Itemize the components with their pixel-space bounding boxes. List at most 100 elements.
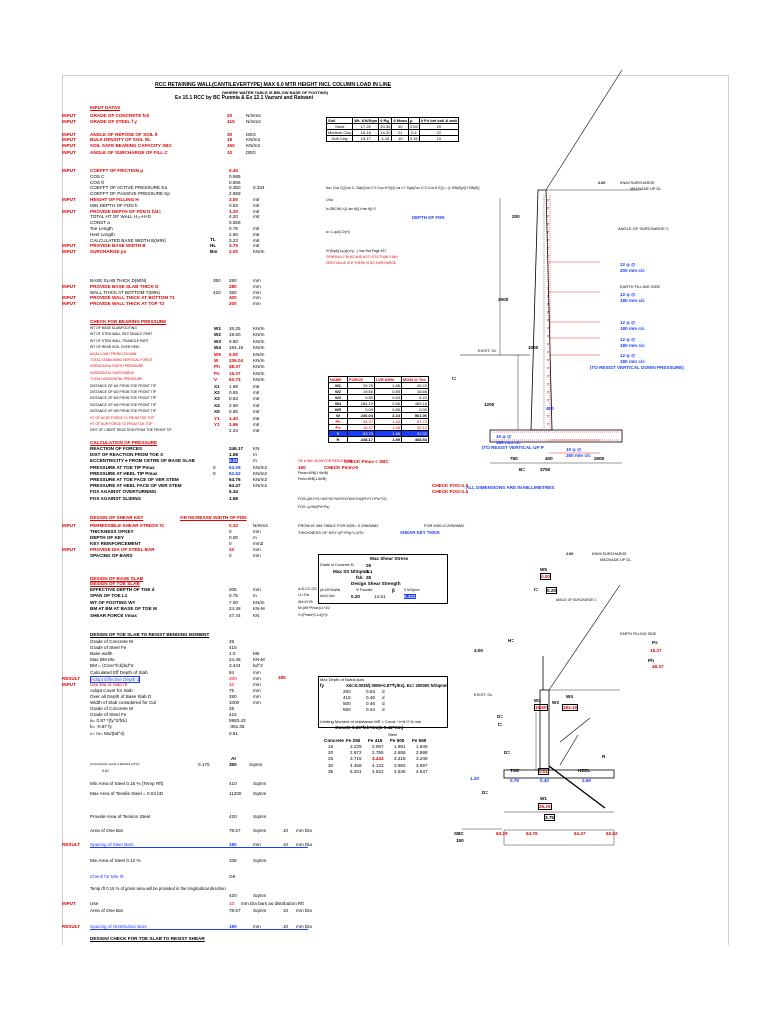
bearing-unit: KN/m [253, 332, 265, 338]
na-ratio: 0.48 [366, 695, 375, 700]
exist-gl-label: EXIST. GL [474, 692, 493, 697]
note: d=D-CC-D/2 [298, 587, 317, 591]
pressure-unit: KN/m2 [253, 483, 268, 489]
steel-value: 10 [229, 901, 235, 906]
input-header: INPUT DATAS [90, 105, 121, 110]
pressure-label: PRESSURE AT TOE TIP Pmax [90, 464, 155, 470]
result-tag: RESULT [62, 842, 81, 847]
note: S N/Sqmm [404, 588, 420, 592]
concrete-cell: 4.133 [372, 762, 384, 768]
check-pmax-label: CHECK Pmax < SBC [344, 459, 389, 464]
toe-label: BM AT BM AT BASE OF TOE M [90, 606, 157, 612]
stem-value: 0.40 [540, 778, 549, 783]
input-tag: INPUT [62, 547, 76, 552]
rebar-dot [547, 359, 549, 361]
note: Ast=0.0bd [320, 594, 335, 598]
bending-label: Over all Depth of Base Slab D [90, 693, 152, 699]
input-unit: N/mm2 [246, 113, 261, 118]
concrete-cell: 3.248 [416, 756, 428, 762]
pressure-unit: m [253, 458, 257, 464]
bending-label: Adopt Cover for Slab [90, 687, 133, 693]
bending-value: -361.05 [229, 724, 245, 730]
concrete-cell: 2.755 [372, 750, 384, 756]
na-d: d [382, 689, 385, 694]
coef-unit: mtr [253, 226, 260, 231]
w2-label: W2 [534, 698, 541, 703]
surcharge-value: 2.00 [566, 552, 574, 556]
input-value: 20 [227, 113, 233, 118]
input-value: 10 [227, 150, 233, 155]
slab-min-value: 350 [213, 278, 221, 283]
input-unit: N/mm2 [246, 119, 261, 124]
slab-label: PROVIDE WALL THICK AT TOP T2 [90, 301, 165, 307]
rebar-dot [547, 255, 549, 257]
concrete-cell: 4.822 [372, 768, 384, 774]
pressure-value: 64.47 [574, 831, 586, 836]
fck-value: 25 [366, 575, 372, 580]
input-label: ANGLE OF REPOSE OF SOIL θ [90, 132, 158, 137]
ast-unit: Sqmm [249, 762, 263, 767]
concrete-cell: 3.715 [350, 756, 362, 762]
bending-label: Grade of Concrete M [90, 706, 133, 712]
input-tag: INPUT [62, 249, 76, 255]
slab-unit: mm [253, 289, 261, 295]
shear-key-unit: mm [253, 553, 261, 558]
pressure-value: 6.34 [229, 489, 238, 495]
shear-key-unit: mm [253, 547, 261, 552]
bending-label: Max BM Mu [90, 657, 115, 663]
steel-unit: mm [253, 924, 261, 929]
sbc-value: 150 [456, 838, 464, 843]
bearing-value: 26.25 [229, 326, 241, 331]
pressure-unit: KN/m2 [253, 464, 268, 470]
input-tag: INPUT [62, 208, 76, 214]
note: ZERO VALUE IS IF THERE IS NO SURCHARGE [326, 261, 397, 265]
bending-label: BM = (Conc*fck)bd^2 [90, 663, 134, 669]
sbc-label: SBC [454, 831, 464, 836]
pressure-header: CALCULATION OF PRESSURE [90, 440, 158, 445]
bar-spacing: 180 mm c/c [496, 440, 521, 445]
slab-label: PROVIDE BASE SLAB THICK D [90, 283, 159, 289]
bar-label: 12 φ @ [620, 292, 636, 297]
sheet-reference: Ex 15.1 RCC by BC Punmia & Ex 12.1 Vazra… [175, 95, 314, 101]
toe-unit: mm [253, 587, 261, 592]
surcharge-line [548, 584, 621, 691]
pressure-unit: KN/m2 [253, 470, 268, 476]
r-label: R [602, 754, 606, 759]
steel-dia-unit: mm Dia [296, 828, 312, 833]
base-slab-header: DESIGN OF BASE SLAB [90, 576, 144, 581]
d-value: 1.20 [470, 776, 479, 781]
ps-label: Ps [652, 640, 658, 645]
shear-key-label: PROVIDE DIA OF STEEL BAR [90, 547, 155, 552]
bending-unit: KN-M [253, 657, 265, 663]
bearing-label: DISTANCE OF W3 FROM TOE FRONT TIP [90, 396, 156, 401]
input-tag: INPUT [62, 137, 76, 142]
steel-unit: Sqmm [253, 814, 267, 819]
coef-unit: mtr [253, 197, 260, 202]
shear-key-value: 0 [229, 553, 232, 558]
coef-label: CONST a [90, 220, 110, 226]
note: pt=100*Ast/bd [320, 588, 341, 592]
input-unit: DEG [246, 150, 256, 155]
w1-label: W1 [540, 796, 547, 801]
concrete-cell: 30 [328, 762, 334, 768]
bearing-value: 184.19 [229, 345, 244, 351]
slab-unit: mm [253, 301, 261, 307]
toe-unit: KN/m [253, 599, 265, 605]
bearing-unit: KN/m [253, 345, 265, 351]
bar-label: 12 φ @ [620, 262, 636, 267]
bearing-label: HORIZONTAL EARTH PRESSURE [90, 364, 144, 369]
na-ratio: 0.44 [366, 707, 375, 712]
steel-value: 78.57 [229, 908, 241, 913]
coef-value: 0.350 [229, 185, 241, 191]
shear-key-value: 0.00 [229, 535, 238, 540]
bearing-unit: KN/m [253, 364, 265, 370]
max-shear-value: 3.1 [366, 569, 373, 574]
coef-value: 2.60 [229, 231, 238, 237]
note: h=SBC/W₁*((1-sin θ)/(1+sin θ))^2 [326, 207, 376, 211]
input-tag: INPUT [62, 132, 76, 137]
steel-dia-unit: mm Dia [296, 908, 312, 913]
height-dim: 3000 [498, 297, 509, 302]
steel-label: Steel [388, 732, 398, 737]
